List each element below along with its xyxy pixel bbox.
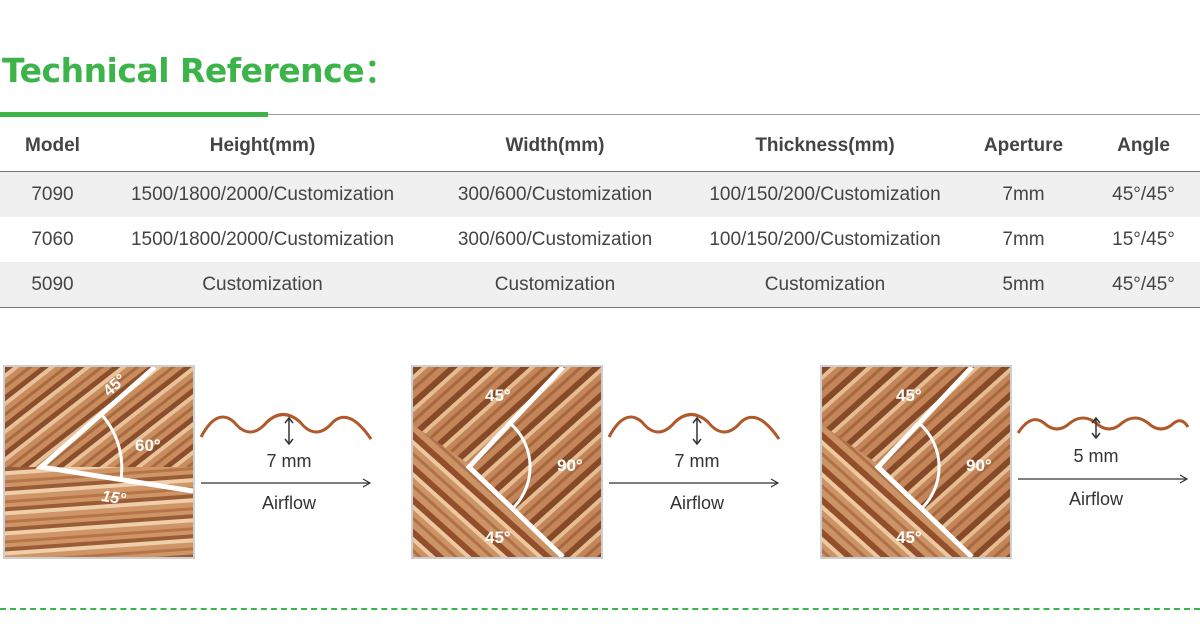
cell-aperture: 7mm [960, 171, 1087, 217]
airflow-label: Airflow [670, 493, 725, 513]
airflow-diagram: 7 mm Airflow [607, 413, 781, 513]
table-row: 7090 1500/1800/2000/Customization 300/60… [0, 171, 1200, 217]
cell-thickness: Customization [690, 262, 960, 308]
airflow-label: Airflow [1069, 489, 1124, 509]
angle-label-mid: 90° [557, 456, 583, 475]
angle-card-7090: 45° 90° 45° 7 mm Airflow [411, 365, 781, 559]
column-header-height: Height(mm) [105, 120, 420, 172]
column-header-thickness: Thickness(mm) [690, 120, 960, 172]
cell-model: 7090 [0, 171, 105, 217]
angle-label-bottom: 45° [485, 528, 511, 547]
cell-model: 7060 [31, 228, 74, 250]
angle-label-mid: 60° [135, 436, 161, 455]
airflow-label: Airflow [262, 493, 317, 513]
cell-height: Customization [105, 262, 420, 308]
angle-label-top: 45° [485, 386, 511, 405]
cell-aperture: 7mm [1002, 228, 1045, 250]
cell-angle: 45°/45° [1087, 171, 1200, 217]
airflow-diagram: 5 mm Airflow [1016, 416, 1190, 509]
pad-photo: 45° 90° 45° [822, 367, 1010, 557]
pad-photo: 45° 90° 45° [413, 367, 601, 557]
pitch-label: 5 mm [1074, 446, 1119, 466]
cell-angle: 15°/45° [1112, 228, 1175, 250]
angle-label-bottom: 45° [896, 528, 922, 547]
cell-height: 1500/1800/2000/Customization [130, 228, 395, 250]
table-row: 7060 1500/1800/2000/Customization 300/60… [0, 217, 1200, 262]
cell-model: 5090 [0, 262, 105, 308]
spec-table: Model Height(mm) Width(mm) Thickness(mm)… [0, 120, 1200, 308]
cell-aperture: 5mm [960, 262, 1087, 308]
page-title: Technical Reference： [2, 51, 397, 90]
angle-card-5090: 45° 90° 45° 5 mm Airflow [820, 365, 1190, 559]
column-header-aperture: Aperture [960, 120, 1087, 172]
column-header-model: Model [0, 120, 105, 172]
cell-angle: 45°/45° [1087, 262, 1200, 308]
pitch-label: 7 mm [267, 451, 312, 471]
table-row: 5090 Customization Customization Customi… [0, 262, 1200, 308]
cell-width: Customization [420, 262, 690, 308]
pitch-label: 7 mm [675, 451, 720, 471]
airflow-diagram: 7 mm Airflow [199, 413, 373, 513]
fluting-wave [607, 413, 781, 440]
title-accent-bar [0, 112, 268, 117]
cell-height: 1500/1800/2000/Customization [105, 171, 420, 217]
cell-thickness: 100/150/200/Customization [690, 171, 960, 217]
angle-label-bottom: 15° [100, 488, 127, 508]
table-header-row: Model Height(mm) Width(mm) Thickness(mm)… [0, 120, 1200, 172]
title-divider [0, 114, 1200, 115]
cell-thickness: 100/150/200/Customization [709, 228, 941, 250]
column-header-width: Width(mm) [420, 120, 690, 172]
cell-width: 300/600/Customization [457, 228, 653, 250]
angle-label-top: 45° [896, 386, 922, 405]
fluting-wave [199, 413, 373, 440]
cell-width: 300/600/Customization [420, 171, 690, 217]
pad-photo: 45° 60° 15° [5, 367, 193, 557]
angle-label-mid: 90° [966, 456, 992, 475]
column-header-angle: Angle [1087, 120, 1200, 172]
fluting-wave [1016, 416, 1190, 434]
angle-card-7060: 45° 60° 15° 7 mm Airflow [3, 365, 373, 559]
footer-dashed-divider [0, 608, 1200, 610]
